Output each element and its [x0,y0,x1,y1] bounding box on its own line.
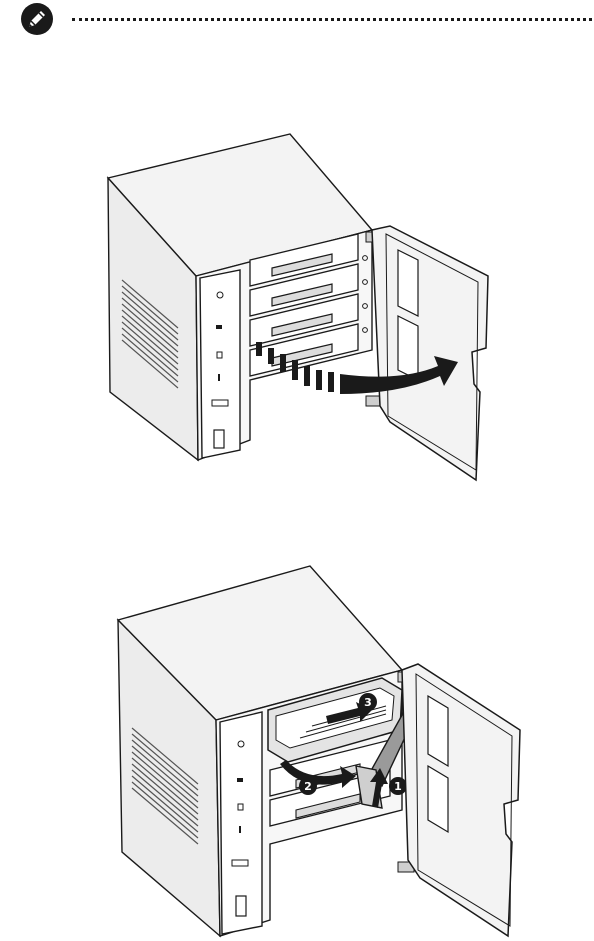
step-marker-2: 2 [299,777,317,795]
svg-text:3: 3 [364,696,372,709]
note-bar [20,2,594,38]
svg-text:1: 1 [394,780,402,793]
svg-text:2: 2 [304,780,312,793]
step-marker-3: 3 [359,693,377,711]
nas-open-door-illustration [100,130,500,485]
note-dotted-rule [72,18,592,21]
figure-open-door [100,130,500,485]
note-pencil-icon [20,2,54,36]
step-marker-1: 1 [389,777,407,795]
nas-remove-tray-illustration: 1 2 3 [110,560,530,940]
figure-remove-tray: 1 2 3 [110,560,530,940]
